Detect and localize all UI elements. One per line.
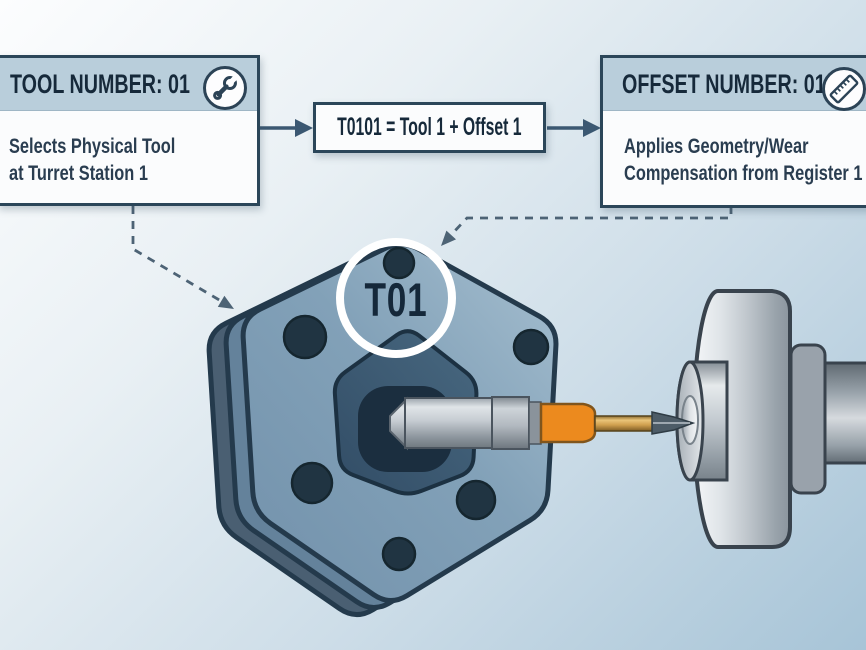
station-label: T01 xyxy=(364,273,428,326)
tool-number-box: TOOL NUMBER: 01 Selects Physical Tool at… xyxy=(0,55,260,206)
tool-number-title: TOOL NUMBER: 01 xyxy=(10,68,190,99)
tool-holder-orange xyxy=(539,402,597,444)
bolt-hole xyxy=(290,461,334,505)
drill-shank xyxy=(594,415,654,432)
offset-number-description: Applies Geometry/Wear Compensation from … xyxy=(603,111,866,187)
tool-spacer xyxy=(528,401,542,445)
ruler-icon xyxy=(829,74,859,104)
tool-number-description: Selects Physical Tool at Turret Station … xyxy=(0,111,257,187)
station-highlight-ring xyxy=(336,238,456,358)
bolt-holes xyxy=(282,246,550,572)
description-line: Compensation from Register 1 xyxy=(624,162,863,185)
dashed-leader-left xyxy=(131,206,234,309)
bolt-hole xyxy=(381,536,417,572)
description-line: Applies Geometry/Wear xyxy=(624,135,809,158)
description-line: Selects Physical Tool xyxy=(9,135,176,158)
bolt-hole xyxy=(282,314,328,360)
flow-arrow-left xyxy=(259,119,313,137)
wrench-icon-badge xyxy=(203,66,247,110)
ruler-icon-badge xyxy=(822,67,866,111)
formula-box: T0101 = Tool 1 + Offset 1 xyxy=(313,102,546,153)
tool-body-cylinder xyxy=(404,397,493,449)
wrench-icon xyxy=(213,75,238,100)
spindle-collar xyxy=(789,343,827,495)
arrowhead xyxy=(441,230,456,246)
offset-number-header: OFFSET NUMBER: 01 xyxy=(603,58,866,111)
bolt-hole xyxy=(455,479,497,521)
tool-number-header: TOOL NUMBER: 01 xyxy=(0,58,257,111)
dashed-leader-right xyxy=(441,206,733,246)
flow-arrow-right xyxy=(547,119,601,137)
mounted-tool xyxy=(389,396,696,451)
formula-text: T0101 = Tool 1 + Offset 1 xyxy=(337,113,522,141)
chuck-disc xyxy=(692,289,792,549)
description-line: at Turret Station 1 xyxy=(9,162,148,185)
bolt-hole xyxy=(512,328,550,366)
tool-collar xyxy=(491,396,530,450)
workpiece-spindle xyxy=(675,289,866,549)
bolt-hole xyxy=(382,246,416,280)
spindle-shaft xyxy=(819,361,866,465)
offset-number-title: OFFSET NUMBER: 01 xyxy=(622,68,826,99)
offset-number-box: OFFSET NUMBER: 01 Applies Geometry/Wear xyxy=(600,55,866,208)
arrowhead xyxy=(217,295,234,309)
